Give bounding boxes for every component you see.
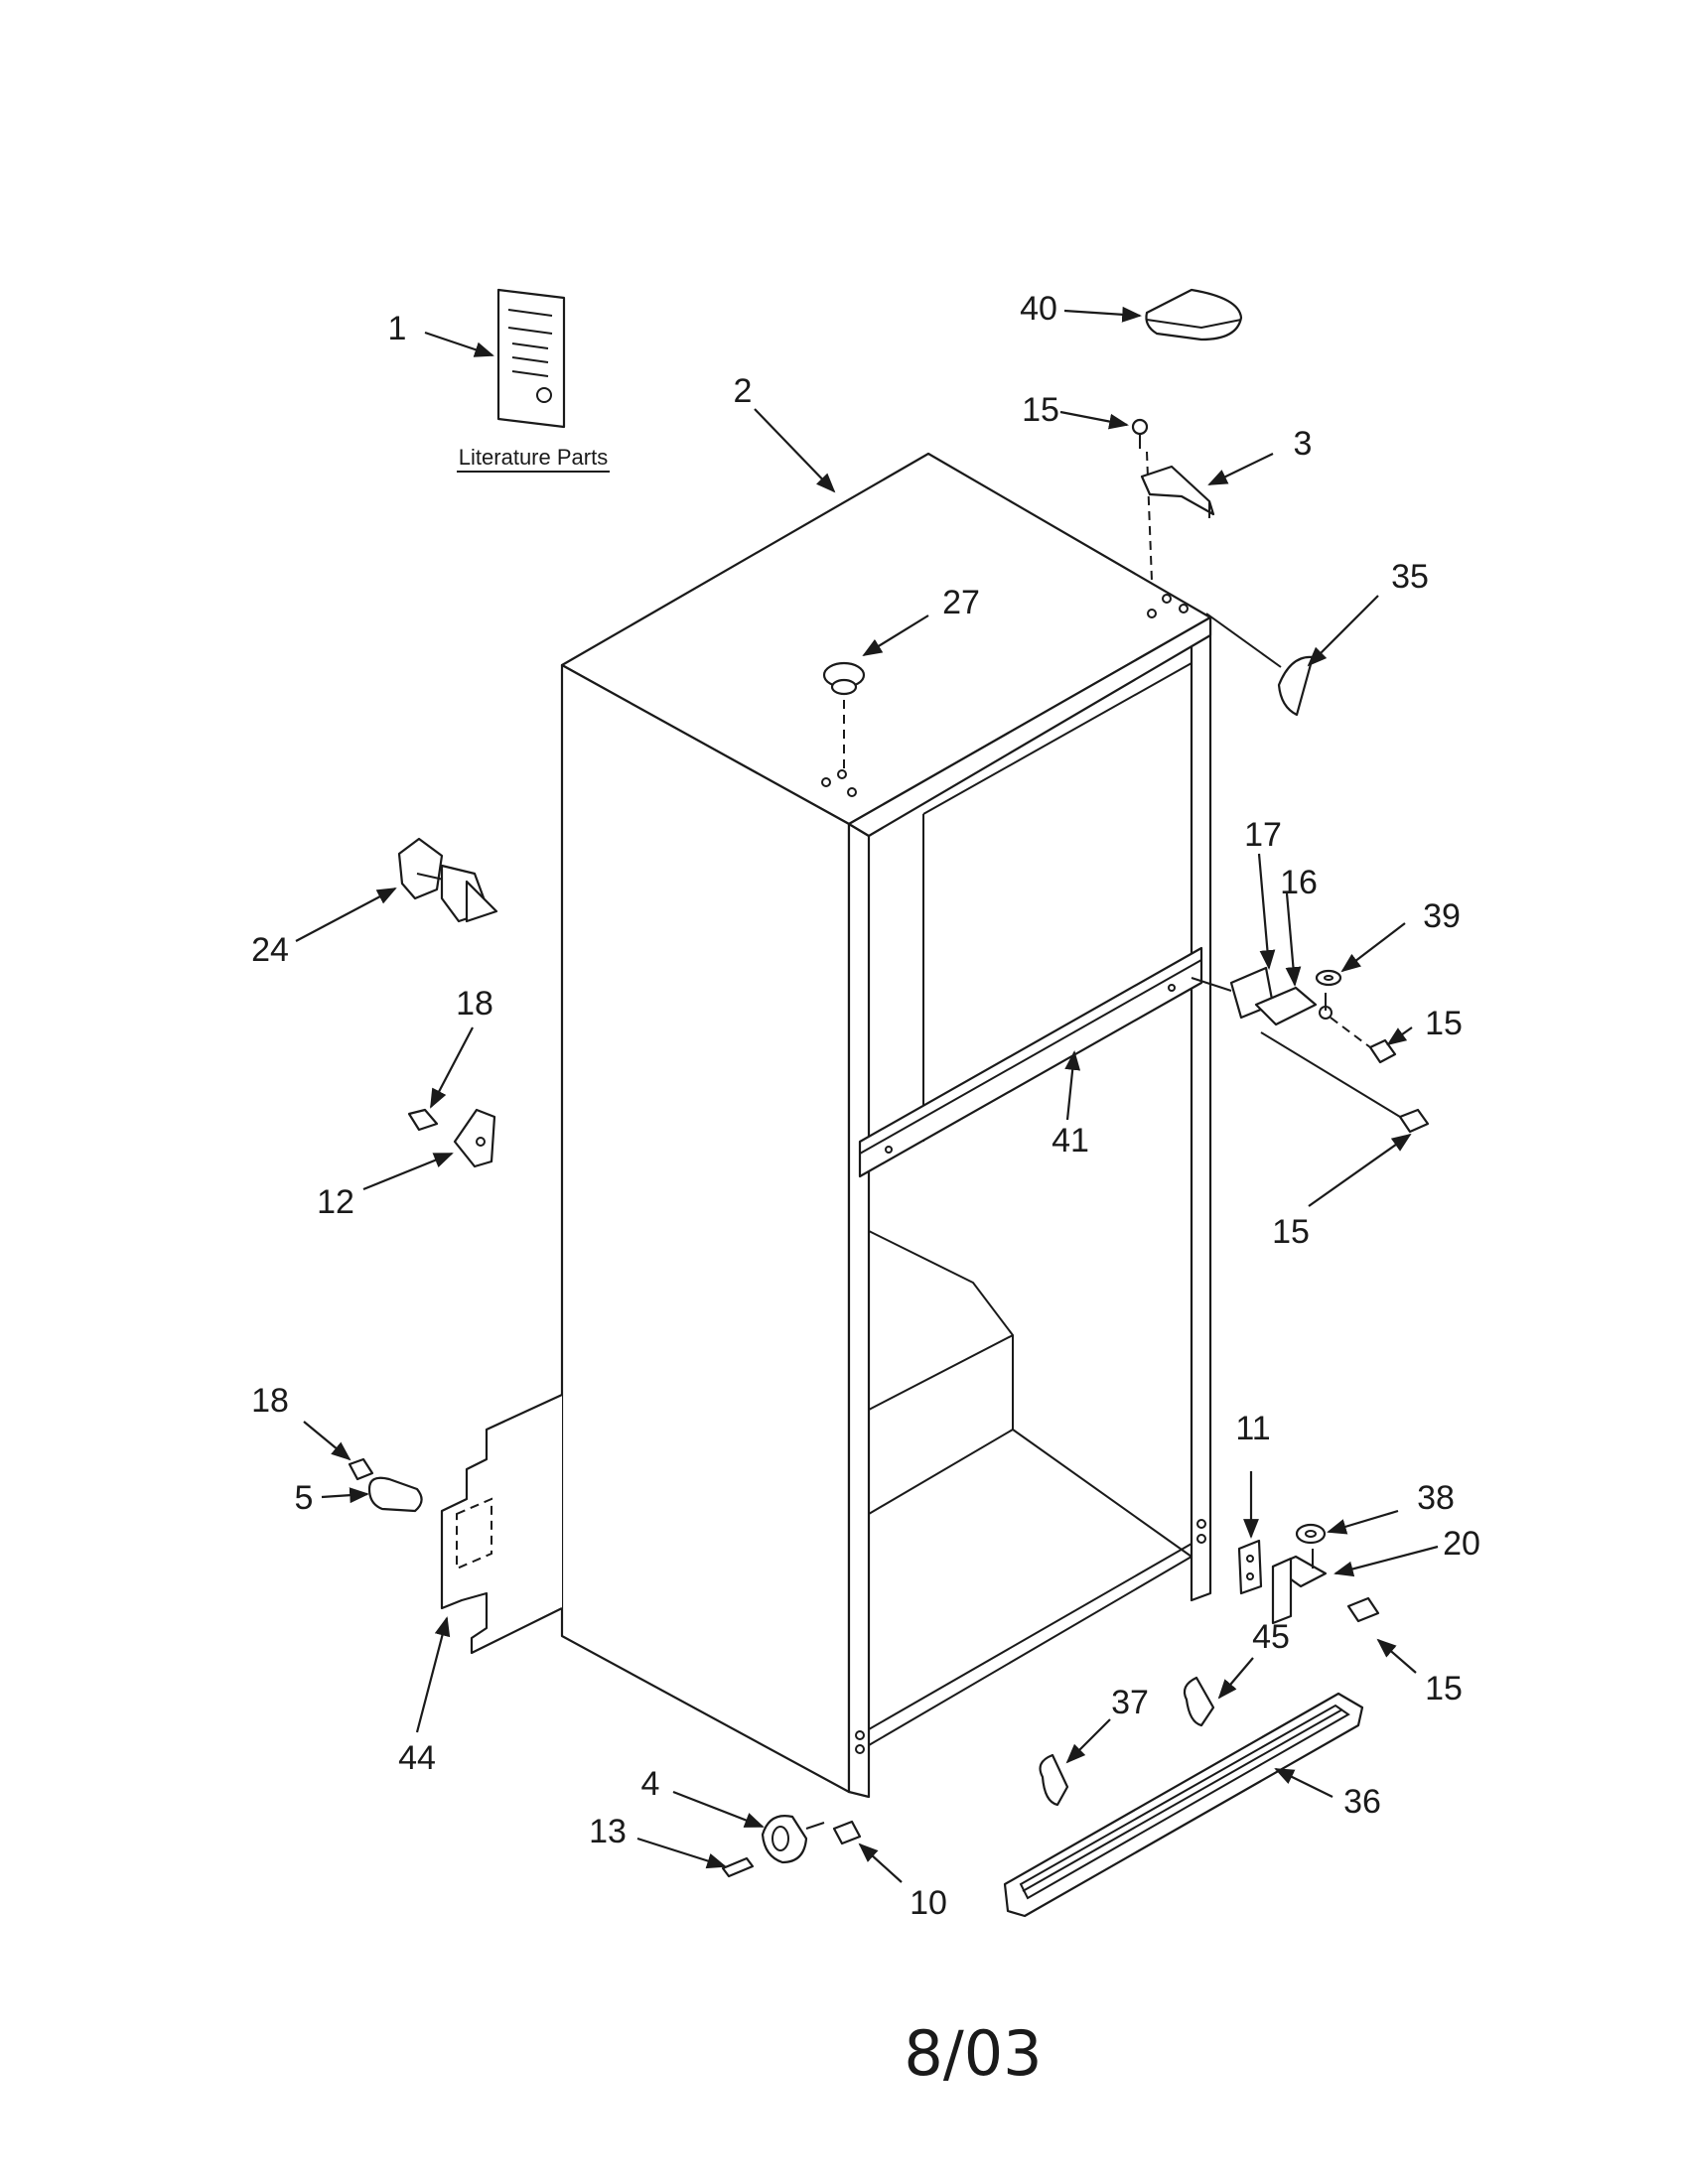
callout-24: 24 [251, 931, 289, 969]
pin-13 [721, 1856, 755, 1878]
roller-4 [761, 1815, 825, 1864]
callout-2: 2 [734, 372, 753, 410]
callout-36: 36 [1343, 1783, 1381, 1821]
grille-36 [1003, 1692, 1364, 1918]
callout-38: 38 [1417, 1479, 1455, 1517]
callout-45: 45 [1252, 1618, 1290, 1656]
center-rail [858, 946, 1203, 1178]
screw-10 [832, 1820, 862, 1845]
footer-date: 8/03 [904, 2017, 1042, 2090]
callout-10: 10 [910, 1884, 947, 1922]
callout-37: 37 [1111, 1684, 1149, 1721]
callout-18-upper: 18 [456, 985, 493, 1023]
callout-35: 35 [1391, 558, 1429, 596]
clip-45 [1183, 1676, 1215, 1727]
hinge-cover-35 [1205, 613, 1315, 717]
hinge-bottom-20 [1271, 1549, 1328, 1625]
callout-3: 3 [1294, 425, 1313, 463]
callout-1: 1 [388, 310, 407, 347]
screw-15-lower [1398, 1108, 1430, 1134]
screw-15-top [1131, 418, 1153, 582]
washer-38 [1295, 1523, 1327, 1545]
callout-44: 44 [398, 1739, 436, 1777]
screw-15-bottom [1346, 1596, 1380, 1623]
door-stop-24 [397, 837, 498, 923]
washer-39 [1315, 969, 1342, 987]
callout-39: 39 [1423, 897, 1461, 935]
screw-15-mid [1368, 1038, 1397, 1064]
callout-15-mid: 15 [1425, 1005, 1463, 1042]
clip-37 [1039, 1753, 1069, 1807]
top-cover-40 [1145, 288, 1243, 341]
callout-18-lower: 18 [251, 1382, 289, 1420]
callout-5: 5 [295, 1479, 314, 1517]
callout-12: 12 [317, 1183, 354, 1221]
cabinet [560, 452, 1212, 1799]
callout-40: 40 [1020, 290, 1057, 328]
callout-41: 41 [1052, 1122, 1089, 1160]
hinge-bracket-3 [1140, 465, 1215, 518]
literature-booklet [496, 288, 566, 429]
callout-4: 4 [641, 1765, 660, 1803]
clamp-5 [348, 1457, 423, 1513]
literature-label: Literature Parts [459, 445, 608, 470]
shim-11 [1237, 1539, 1263, 1595]
callout-17: 17 [1244, 816, 1282, 854]
rear-panel [440, 1394, 563, 1655]
callout-15-top: 15 [1022, 391, 1059, 429]
callout-15-lower: 15 [1272, 1213, 1310, 1251]
callout-27: 27 [942, 584, 980, 621]
callout-11: 11 [1235, 1410, 1270, 1447]
callout-16: 16 [1280, 864, 1318, 901]
bracket-12 [407, 1108, 496, 1168]
callout-13: 13 [589, 1813, 627, 1850]
leader-lines [295, 306, 1439, 1883]
callout-15-bottom: 15 [1425, 1670, 1463, 1707]
center-hinge-17-16 [1191, 966, 1401, 1118]
callout-20: 20 [1443, 1525, 1480, 1563]
plug-27 [822, 661, 866, 769]
